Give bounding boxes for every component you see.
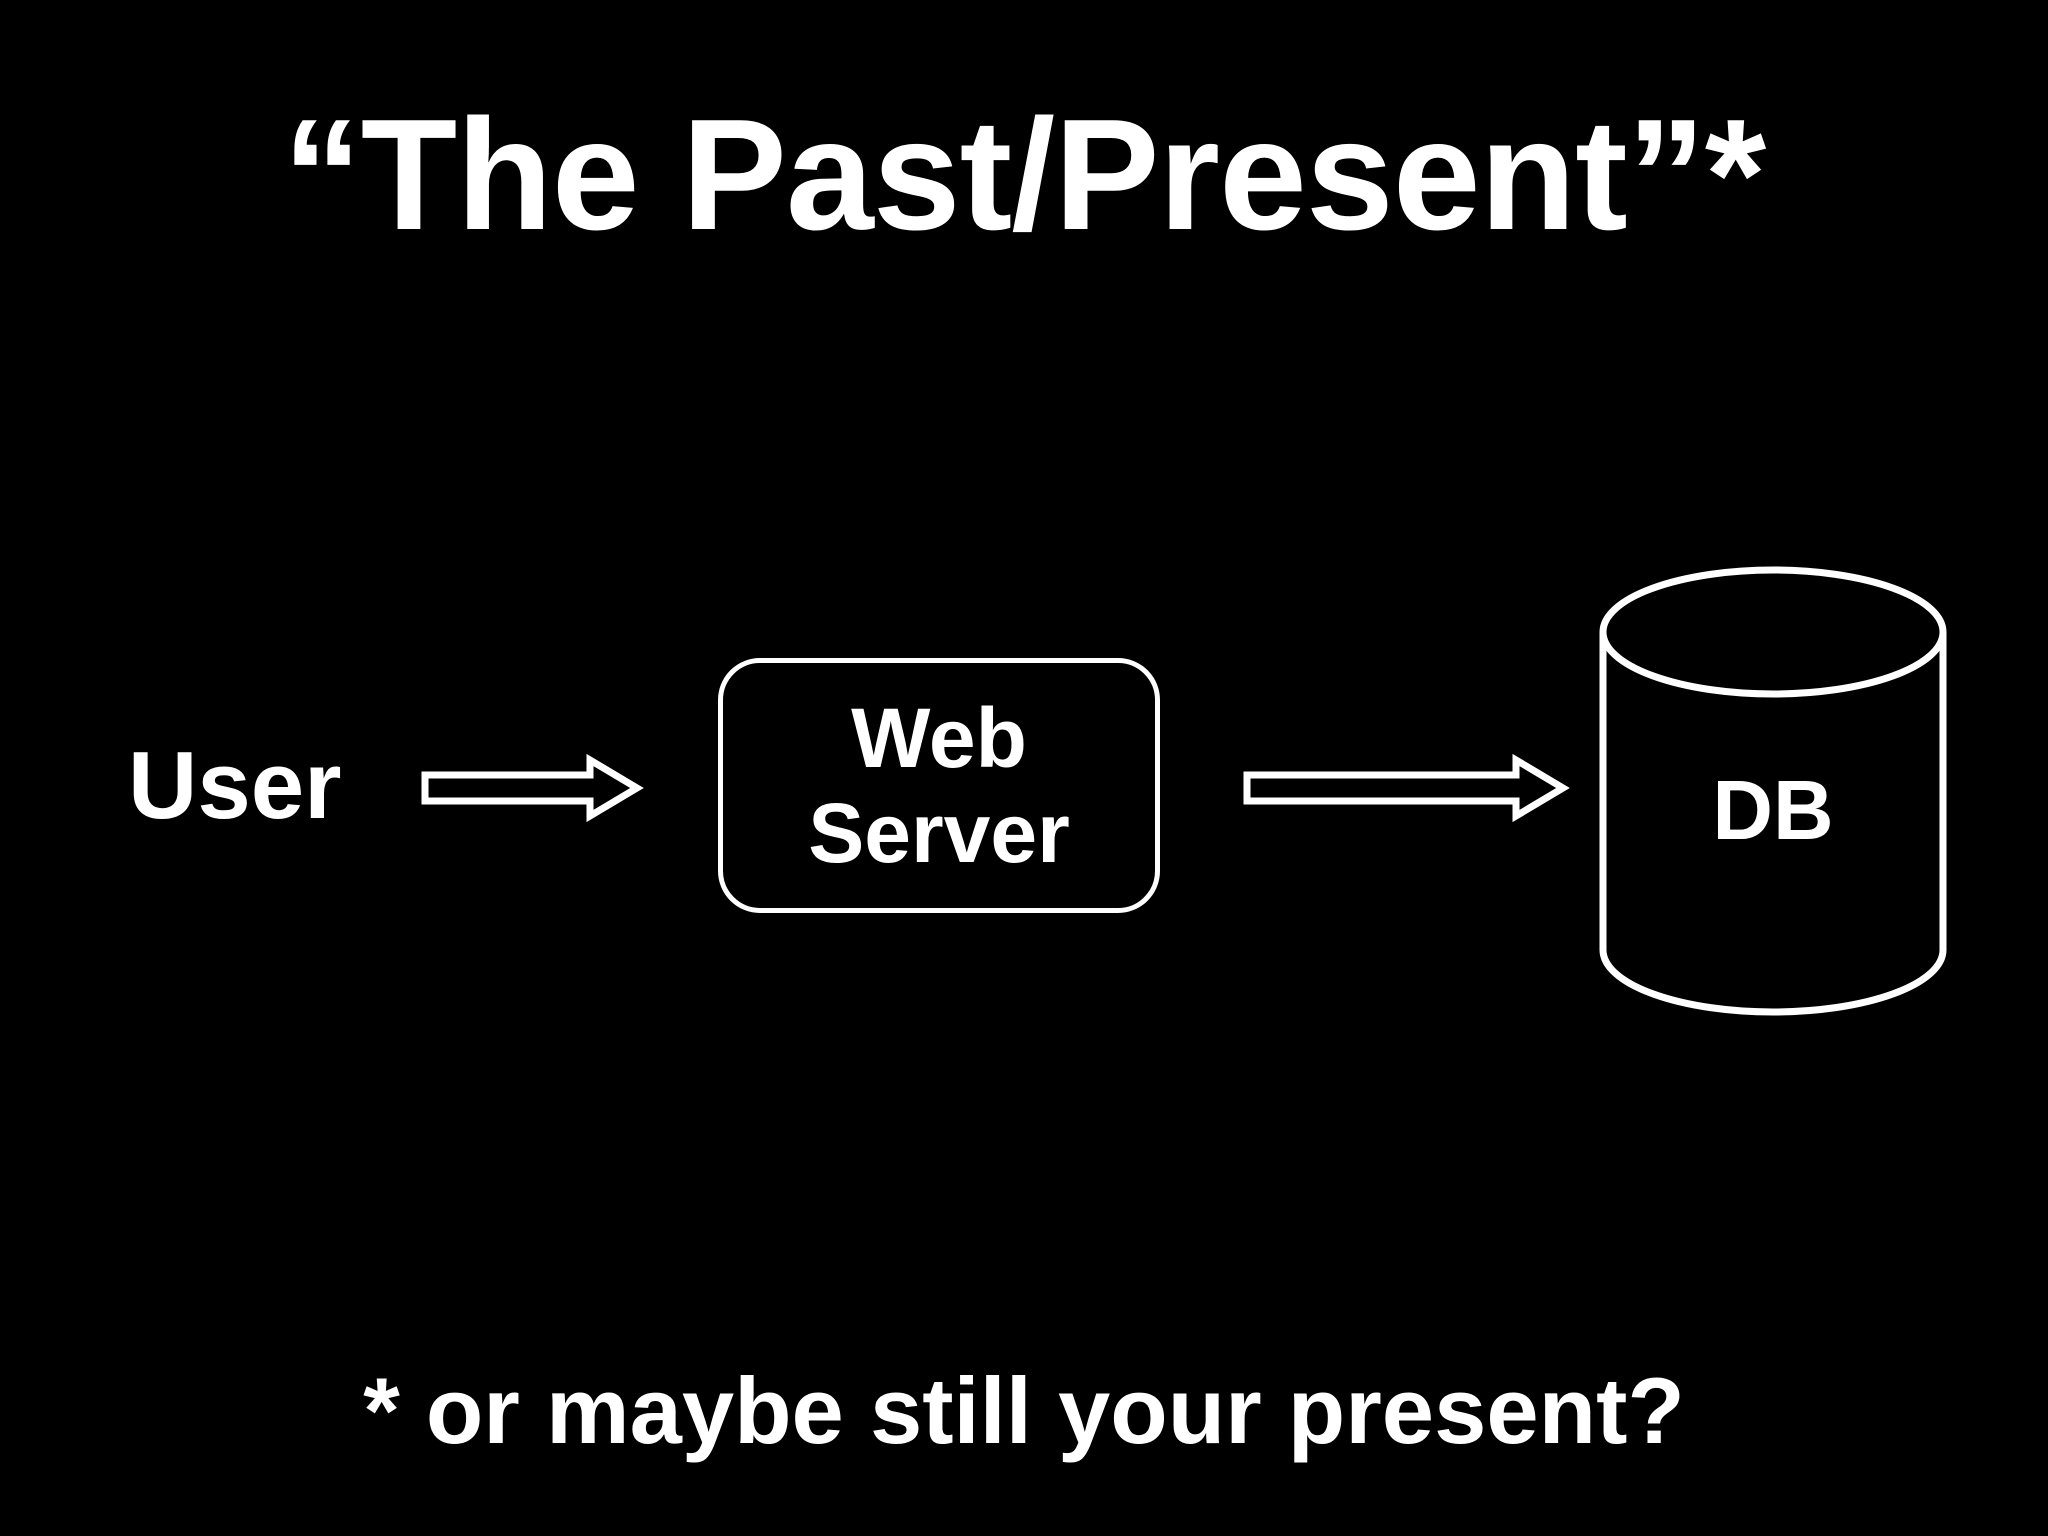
page-title: “The Past/Present”* xyxy=(282,87,1767,263)
diagram-node-db-label: DB xyxy=(1712,763,1834,857)
diagram-node-web-server-label-line1: Web xyxy=(851,691,1027,786)
arrow-user-to-web-server-icon xyxy=(421,753,644,823)
arrow-web-server-to-db-icon xyxy=(1243,753,1570,823)
diagram-node-user: User xyxy=(128,738,341,834)
slide-footnote: * or maybe still your present? xyxy=(363,1358,1685,1463)
database-cylinder-icon xyxy=(1599,566,1947,1016)
diagram-node-user-label: User xyxy=(128,732,342,839)
diagram-node-db: DB xyxy=(1598,566,1948,1016)
diagram-node-web-server: Web Server xyxy=(718,658,1160,913)
diagram-node-web-server-label-line2: Server xyxy=(808,785,1070,880)
